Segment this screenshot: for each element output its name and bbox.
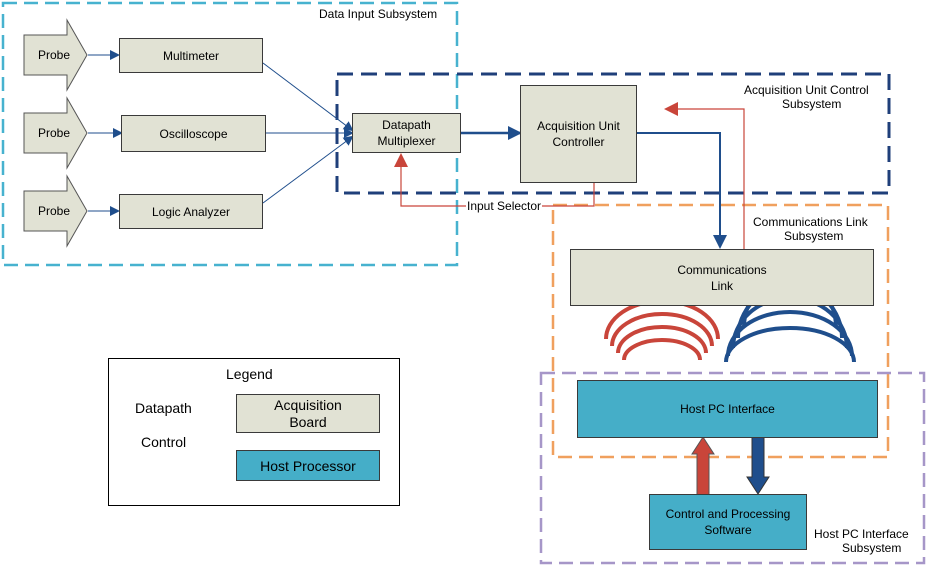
probe-arrow-shape [23, 18, 88, 92]
acquisition-subsystem-label-line1: Acquisition Unit Control [744, 83, 869, 97]
logic-analyzer-to-mux-line [262, 135, 354, 204]
controller-label-line1: Acquisition Unit [537, 119, 620, 133]
multimeter-box: Multimeter [119, 38, 263, 73]
comms-link-label-line2: Link [710, 278, 733, 293]
legend-title: Legend [226, 366, 273, 382]
host-subsystem-label-line2: Subsystem [842, 541, 902, 555]
multimeter-label: Multimeter [162, 48, 219, 63]
probe-arrow-shape [23, 174, 88, 248]
input-selector-label: Input Selector [466, 199, 543, 213]
logic-analyzer-box: Logic Analyzer [119, 194, 263, 229]
data-input-subsystem-label: Data Input Subsystem [319, 7, 438, 21]
probe-label: Probe [38, 48, 71, 62]
acquisition-subsystem-label-line2: Subsystem [782, 97, 842, 111]
host-subsystem-border [539, 371, 926, 565]
legend-host-processor-label: Host Processor [260, 457, 356, 474]
software-to-host-arrow [691, 436, 715, 496]
datapath-multiplexer-box: Datapath Multiplexer [352, 113, 461, 153]
oscilloscope-label: Oscilloscope [159, 126, 228, 141]
oscilloscope-box: Oscilloscope [121, 115, 266, 152]
host-subsystem-label-line1: Host PC Interface [814, 527, 909, 541]
software-label-line1: Control and Processing [665, 507, 791, 521]
legend-acq-board-line2: Board [289, 413, 327, 430]
comms-subsystem-label-line2: Subsystem [784, 229, 844, 243]
controller-label-line2: Controller [552, 135, 605, 149]
probe-arrow-shape [23, 96, 88, 170]
host-to-software-arrow [746, 436, 770, 495]
host-pc-interface-box: Host PC Interface [577, 380, 878, 438]
comms-subsystem-label-line1: Communications Link [753, 215, 868, 229]
host-pc-interface-label: Host PC Interface [680, 402, 775, 416]
mux-label-line1: Datapath [382, 118, 431, 132]
probe-label: Probe [38, 126, 71, 140]
comms-link-label-line1: Communications [677, 262, 767, 277]
logic-analyzer-label: Logic Analyzer [151, 204, 231, 219]
communications-link-box: Communications Link [570, 249, 874, 306]
probe-label: Probe [38, 204, 71, 218]
legend-acq-board-line1: Acquisition [274, 396, 342, 413]
software-label-line2: Software [704, 523, 752, 537]
controller-to-comms-line [637, 132, 727, 249]
comms-subsystem-label: Communications Link Subsystem [753, 215, 868, 243]
multimeter-to-mux-line [262, 62, 354, 132]
control-processing-software-box: Control and Processing Software [649, 494, 807, 550]
comms-to-controller-line [664, 102, 745, 249]
wireless-signal-red-icon [604, 299, 720, 361]
legend-datapath-label: Datapath [135, 400, 192, 416]
acquisition-controller-box: Acquisition Unit Controller [520, 85, 637, 183]
legend-control-label: Control [141, 434, 187, 450]
mux-label-line2: Multiplexer [377, 134, 436, 148]
legend-acquisition-board-swatch: Acquisition Board [236, 394, 380, 433]
acquisition-subsystem-label: Acquisition Unit Control Subsystem [744, 83, 869, 111]
legend-host-processor-swatch: Host Processor [236, 450, 380, 481]
host-subsystem-label: Host PC Interface Subsystem [814, 527, 909, 555]
